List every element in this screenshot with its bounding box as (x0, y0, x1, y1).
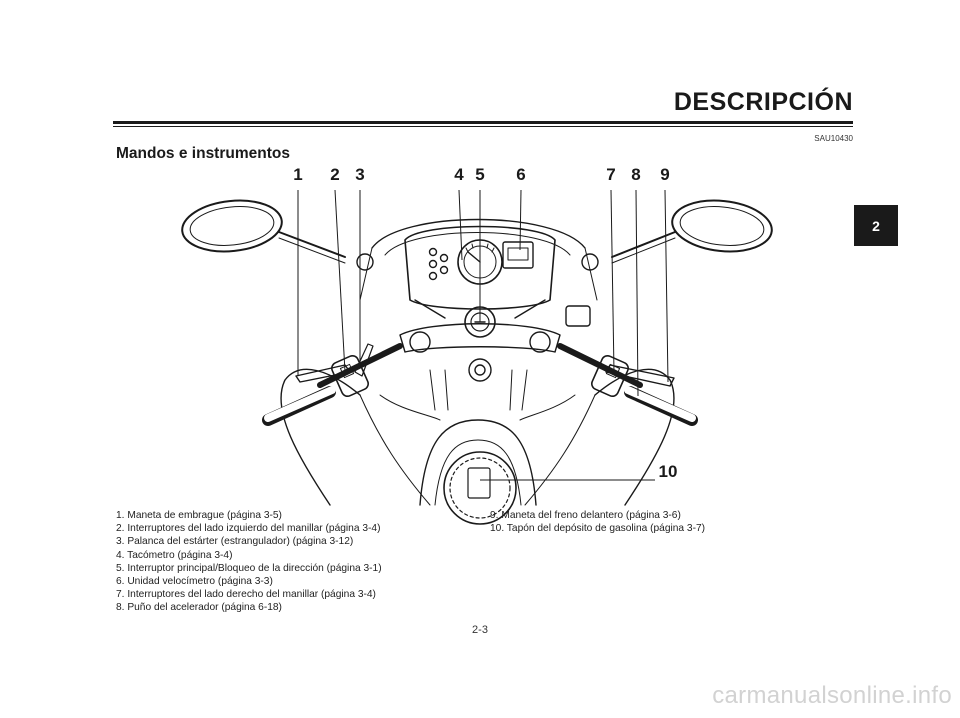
callout-10: 10 (658, 462, 678, 481)
callout-3: 3 (355, 165, 365, 184)
watermark-link[interactable]: carmanualsonline.info (712, 682, 952, 709)
callout-4: 4 (454, 165, 464, 184)
callout-5: 5 (475, 165, 485, 184)
header-rule-thick (113, 121, 853, 124)
caption-list-left: 1. Maneta de embrague (página 3-5) 2. In… (116, 509, 476, 615)
caption-list-right: 9. Maneta del freno delantero (página 3-… (490, 509, 820, 535)
callout-2: 2 (330, 165, 340, 184)
caption-item: 5. Interruptor principal/Bloqueo de la d… (116, 562, 382, 574)
caption-item: 10. Tapón del depósito de gasolina (pági… (490, 523, 706, 535)
callout-8: 8 (631, 165, 641, 184)
chapter-tab: 2 (854, 205, 898, 246)
callout-9: 9 (660, 165, 670, 184)
caption-item: 2. Interruptores del lado izquierdo del … (116, 523, 381, 535)
caption-item: 1. Maneta de embrague (página 3-5) (116, 510, 282, 521)
caption-item: 7. Interruptores del lado derecho del ma… (116, 589, 376, 601)
header-rule-thin (113, 126, 853, 127)
callout-1: 1 (293, 165, 303, 184)
subsection-title: Mandos e instrumentos (116, 145, 290, 162)
caption-item: 9. Maneta del freno delantero (página 3-… (490, 510, 681, 521)
caption-item: 6. Unidad velocímetro (página 3-3) (116, 576, 273, 588)
section-title: DESCRIPCIÓN (673, 88, 853, 116)
caption-item: 3. Palanca del estárter (estrangulador) … (116, 536, 354, 548)
page-number: 2-3 (472, 624, 488, 636)
caption-item: 4. Tacómetro (página 3-4) (116, 549, 233, 561)
document-code: SAU10430 (814, 134, 853, 143)
caption-item: 8. Puño del acelerador (página 6-18) (116, 602, 282, 614)
callout-6: 6 (516, 165, 526, 184)
callout-7: 7 (606, 165, 616, 184)
